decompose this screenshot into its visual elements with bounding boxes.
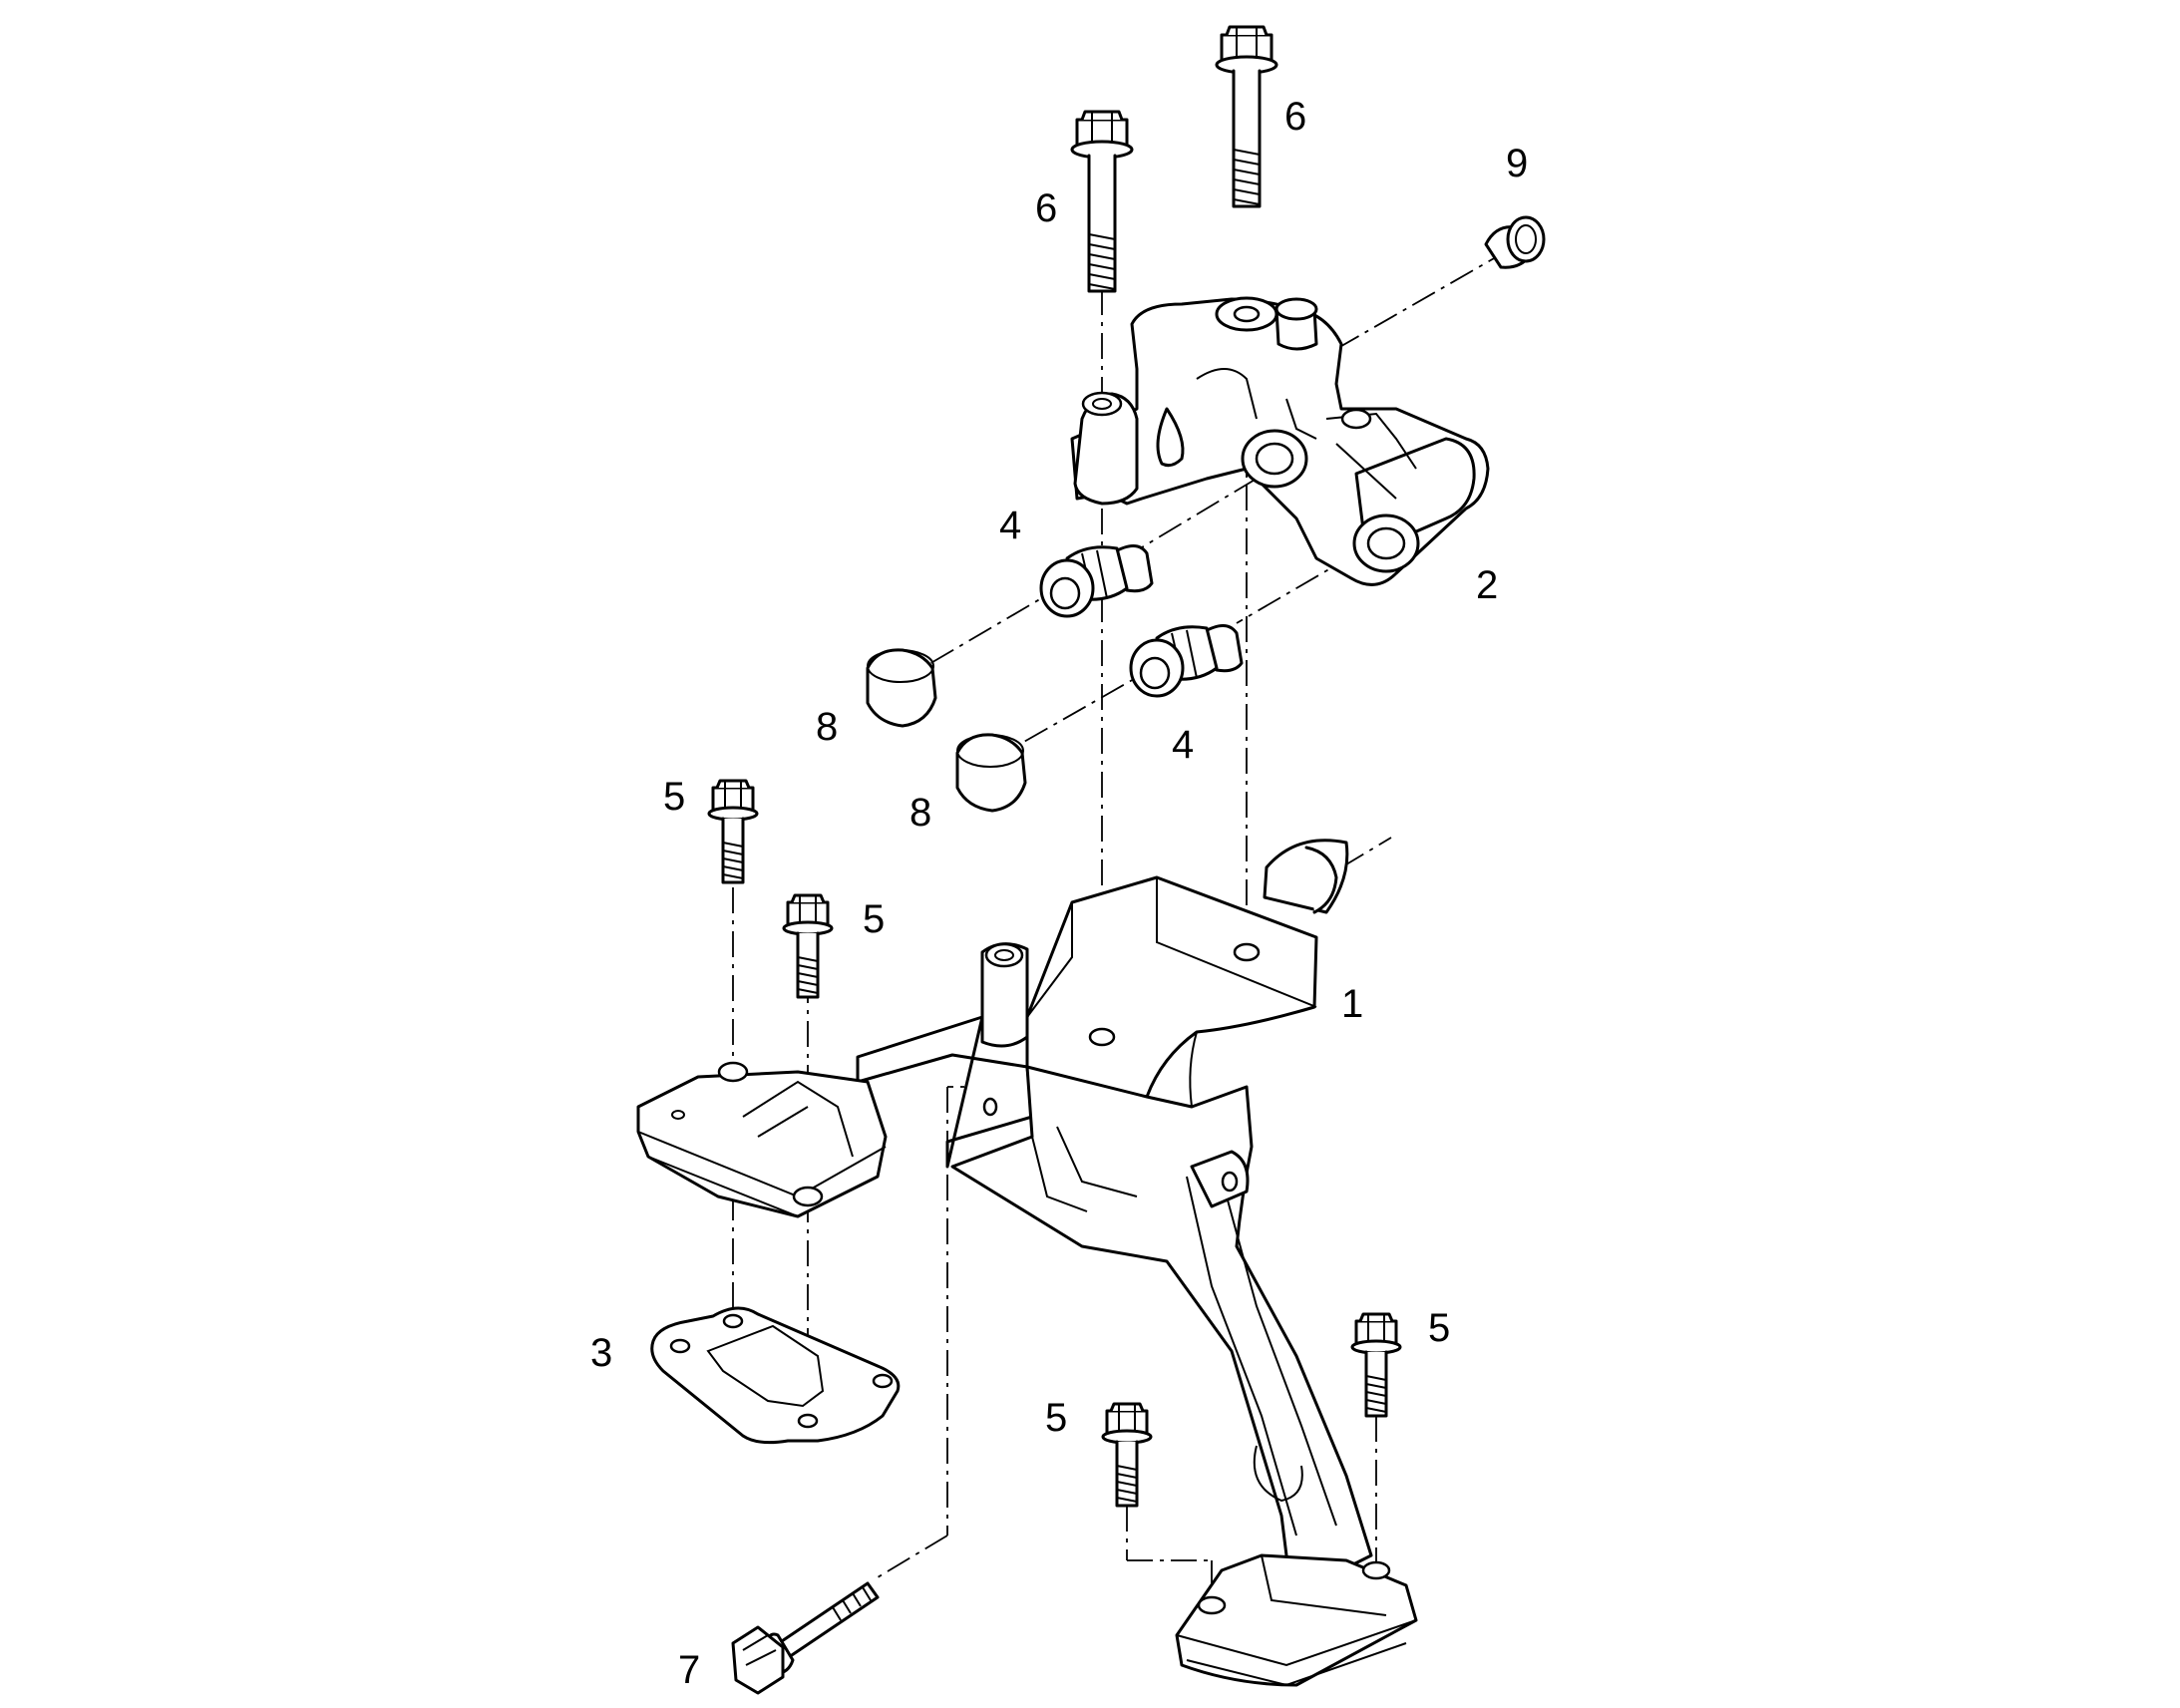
callout-8-upper: 8	[816, 705, 838, 749]
callout-5-lower-left: 5	[863, 897, 885, 941]
bolt-part-5-lower-middle	[1101, 1402, 1153, 1508]
callout-6-left: 6	[1035, 186, 1057, 230]
bolt-part-7	[731, 1581, 880, 1695]
callout-1: 1	[1341, 982, 1363, 1026]
callout-4-upper: 4	[999, 504, 1021, 547]
gasket-part-3	[650, 1306, 901, 1445]
bolt-part-5-lower-left	[782, 893, 834, 999]
callout-5-upper-left: 5	[663, 775, 685, 819]
callout-3: 3	[590, 1331, 612, 1375]
callout-7: 7	[678, 1648, 700, 1692]
cap-part-8-upper	[866, 648, 937, 728]
main-bracket-part-1	[636, 839, 1418, 1687]
callout-6-right: 6	[1284, 95, 1306, 139]
callout-9: 9	[1506, 142, 1528, 185]
callout-4-lower: 4	[1172, 723, 1194, 767]
fitting-part-4-upper	[1039, 544, 1154, 618]
callout-8-lower: 8	[909, 791, 931, 835]
callout-5-lower-right: 5	[1428, 1306, 1450, 1350]
bolt-part-6-right	[1215, 25, 1278, 208]
bolt-part-5-lower-right	[1350, 1312, 1402, 1418]
valve-body-part-2	[1070, 296, 1490, 586]
callout-5-lower-middle: 5	[1045, 1396, 1067, 1440]
callout-labels: 1 2 3 4 4 5 5 5 5 6 6 7 8 8 9	[590, 95, 1528, 1692]
fitting-part-4-lower	[1129, 624, 1244, 698]
bolt-part-5-upper-left	[707, 779, 759, 884]
cap-part-8-lower	[955, 733, 1027, 813]
callout-2: 2	[1476, 563, 1498, 607]
bolt-part-6-left	[1070, 110, 1134, 293]
plug-part-9	[1484, 215, 1546, 269]
